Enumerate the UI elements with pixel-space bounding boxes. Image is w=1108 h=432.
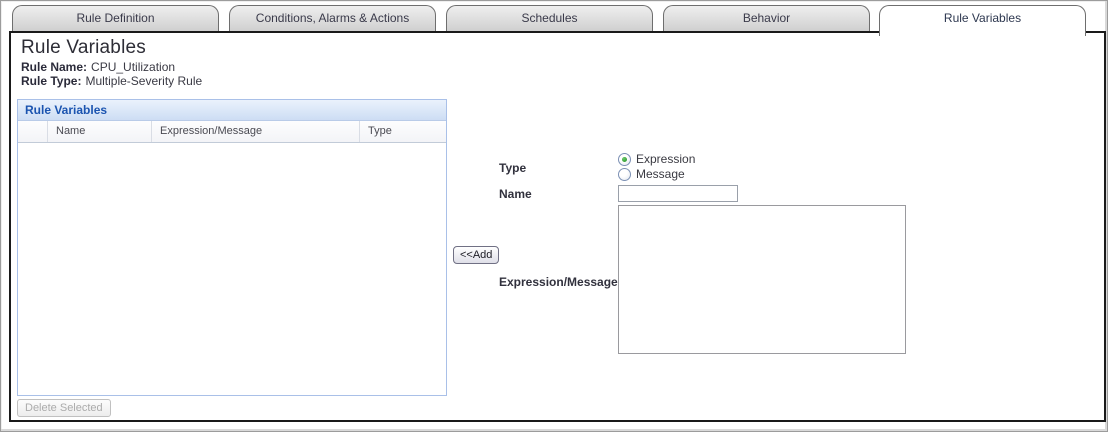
expression-radio-button[interactable] [618,152,631,166]
rule-variables-panel: Rule Variables Name Expression/Message T… [17,99,447,396]
add-button[interactable]: <<Add [453,246,500,264]
rule-type-value: Multiple-Severity Rule [85,74,203,88]
table-header-row: Name Expression/Message Type [18,121,446,143]
name-label: Name [499,187,532,201]
tab-conditions-alarms-actions[interactable]: Conditions, Alarms & Actions [229,5,436,32]
column-header-type: Type [368,125,392,137]
type-label: Type [499,161,527,175]
delete-selected-button[interactable]: Delete Selected [17,399,111,417]
tab-behavior[interactable]: Behavior [663,5,870,32]
rule-name-value: CPU_Utilization [91,60,176,74]
column-header-select [18,121,48,142]
radio-option-expression[interactable]: Expression [618,152,695,166]
expression-message-textarea[interactable] [618,205,906,354]
radio-option-message[interactable]: Message [618,167,685,181]
expression-radio-label: Expression [636,152,696,166]
rule-variables-panel-header: Rule Variables [18,100,446,121]
column-header-name: Name [48,121,152,142]
expression-message-label: Expression/Message [499,275,618,289]
rule-type-label: Rule Type: [21,74,82,88]
tab-rule-variables[interactable]: Rule Variables [879,5,1086,36]
table-body-empty [18,143,446,395]
page-title: Rule Variables [21,37,146,58]
tab-rule-definition[interactable]: Rule Definition [12,5,219,32]
rule-name-line: Rule Name:CPU_Utilization [21,60,175,74]
tab-content-panel: Rule Variables Rule Name:CPU_Utilization… [9,31,1106,422]
rule-type-line: Rule Type:Multiple-Severity Rule [21,74,202,88]
tab-schedules[interactable]: Schedules [446,5,653,32]
message-radio-button[interactable] [618,167,631,181]
rule-name-label: Rule Name: [21,60,88,74]
name-input[interactable] [618,185,738,202]
column-header-expression-message: Expression/Message [152,121,360,142]
message-radio-label: Message [636,167,685,181]
